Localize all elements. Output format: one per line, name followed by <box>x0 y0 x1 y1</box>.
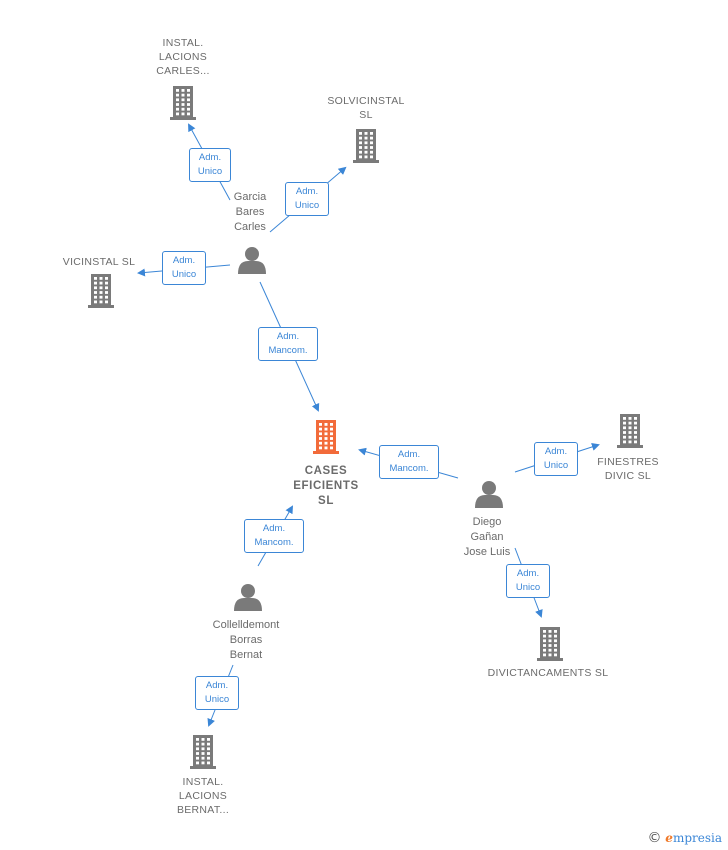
brand-name: mpresia <box>672 831 722 845</box>
building-icon-solvicinstal[interactable] <box>353 129 379 163</box>
node-label-divictancaments[interactable]: DIVICTANCAMENTS SL <box>487 667 609 679</box>
building-icon-divictancaments[interactable] <box>537 627 563 661</box>
node-label-diego[interactable]: Diego Gañan Jose Luis <box>463 516 511 558</box>
node-label-cases[interactable]: CASES EFICIENTS SL <box>293 465 359 507</box>
building-icon-vicinstal[interactable] <box>88 274 114 308</box>
edge-label-collell-instal_bernat[interactable]: Adm. Unico <box>195 676 239 710</box>
node-label-solvicinstal[interactable]: SOLVICINSTAL SL <box>327 95 405 121</box>
edge-label-collell-cases[interactable]: Adm. Mancom. <box>244 519 304 553</box>
building-icon-finestres[interactable] <box>617 414 643 448</box>
building-icon-instal_carles[interactable] <box>170 86 196 120</box>
node-label-collell[interactable]: Collelldemont Borras Bernat <box>212 619 280 661</box>
building-icon-instal_bernat[interactable] <box>190 735 216 769</box>
node-label-finestres[interactable]: FINESTRES DIVIC SL <box>597 456 659 482</box>
edge-label-garcia-solvicinstal[interactable]: Adm. Unico <box>285 182 329 216</box>
edge-label-garcia-instal_carles[interactable]: Adm. Unico <box>189 148 231 182</box>
node-label-instal_bernat[interactable]: INSTAL. LACIONS BERNAT... <box>176 776 230 816</box>
edge-label-diego-finestres[interactable]: Adm. Unico <box>534 442 578 476</box>
person-icon-collell[interactable] <box>234 584 262 611</box>
edge-label-garcia-vicinstal[interactable]: Adm. Unico <box>162 251 206 285</box>
copyright-icon: © <box>647 830 662 846</box>
brand-initial: e <box>665 831 673 845</box>
building-icon-cases[interactable] <box>313 420 339 454</box>
edge-label-diego-divictancaments[interactable]: Adm. Unico <box>506 564 550 598</box>
edge-label-garcia-cases[interactable]: Adm. Mancom. <box>258 327 318 361</box>
empresia-watermark: © empresia <box>647 830 722 846</box>
node-label-vicinstal[interactable]: VICINSTAL SL <box>62 256 136 268</box>
node-label-garcia[interactable]: Garcia Bares Carles <box>233 191 267 233</box>
node-label-instal_carles[interactable]: INSTAL. LACIONS CARLES... <box>156 37 210 77</box>
person-icon-diego[interactable] <box>475 481 503 508</box>
edge-label-diego-cases[interactable]: Adm. Mancom. <box>379 445 439 479</box>
person-icon-garcia[interactable] <box>238 247 266 274</box>
